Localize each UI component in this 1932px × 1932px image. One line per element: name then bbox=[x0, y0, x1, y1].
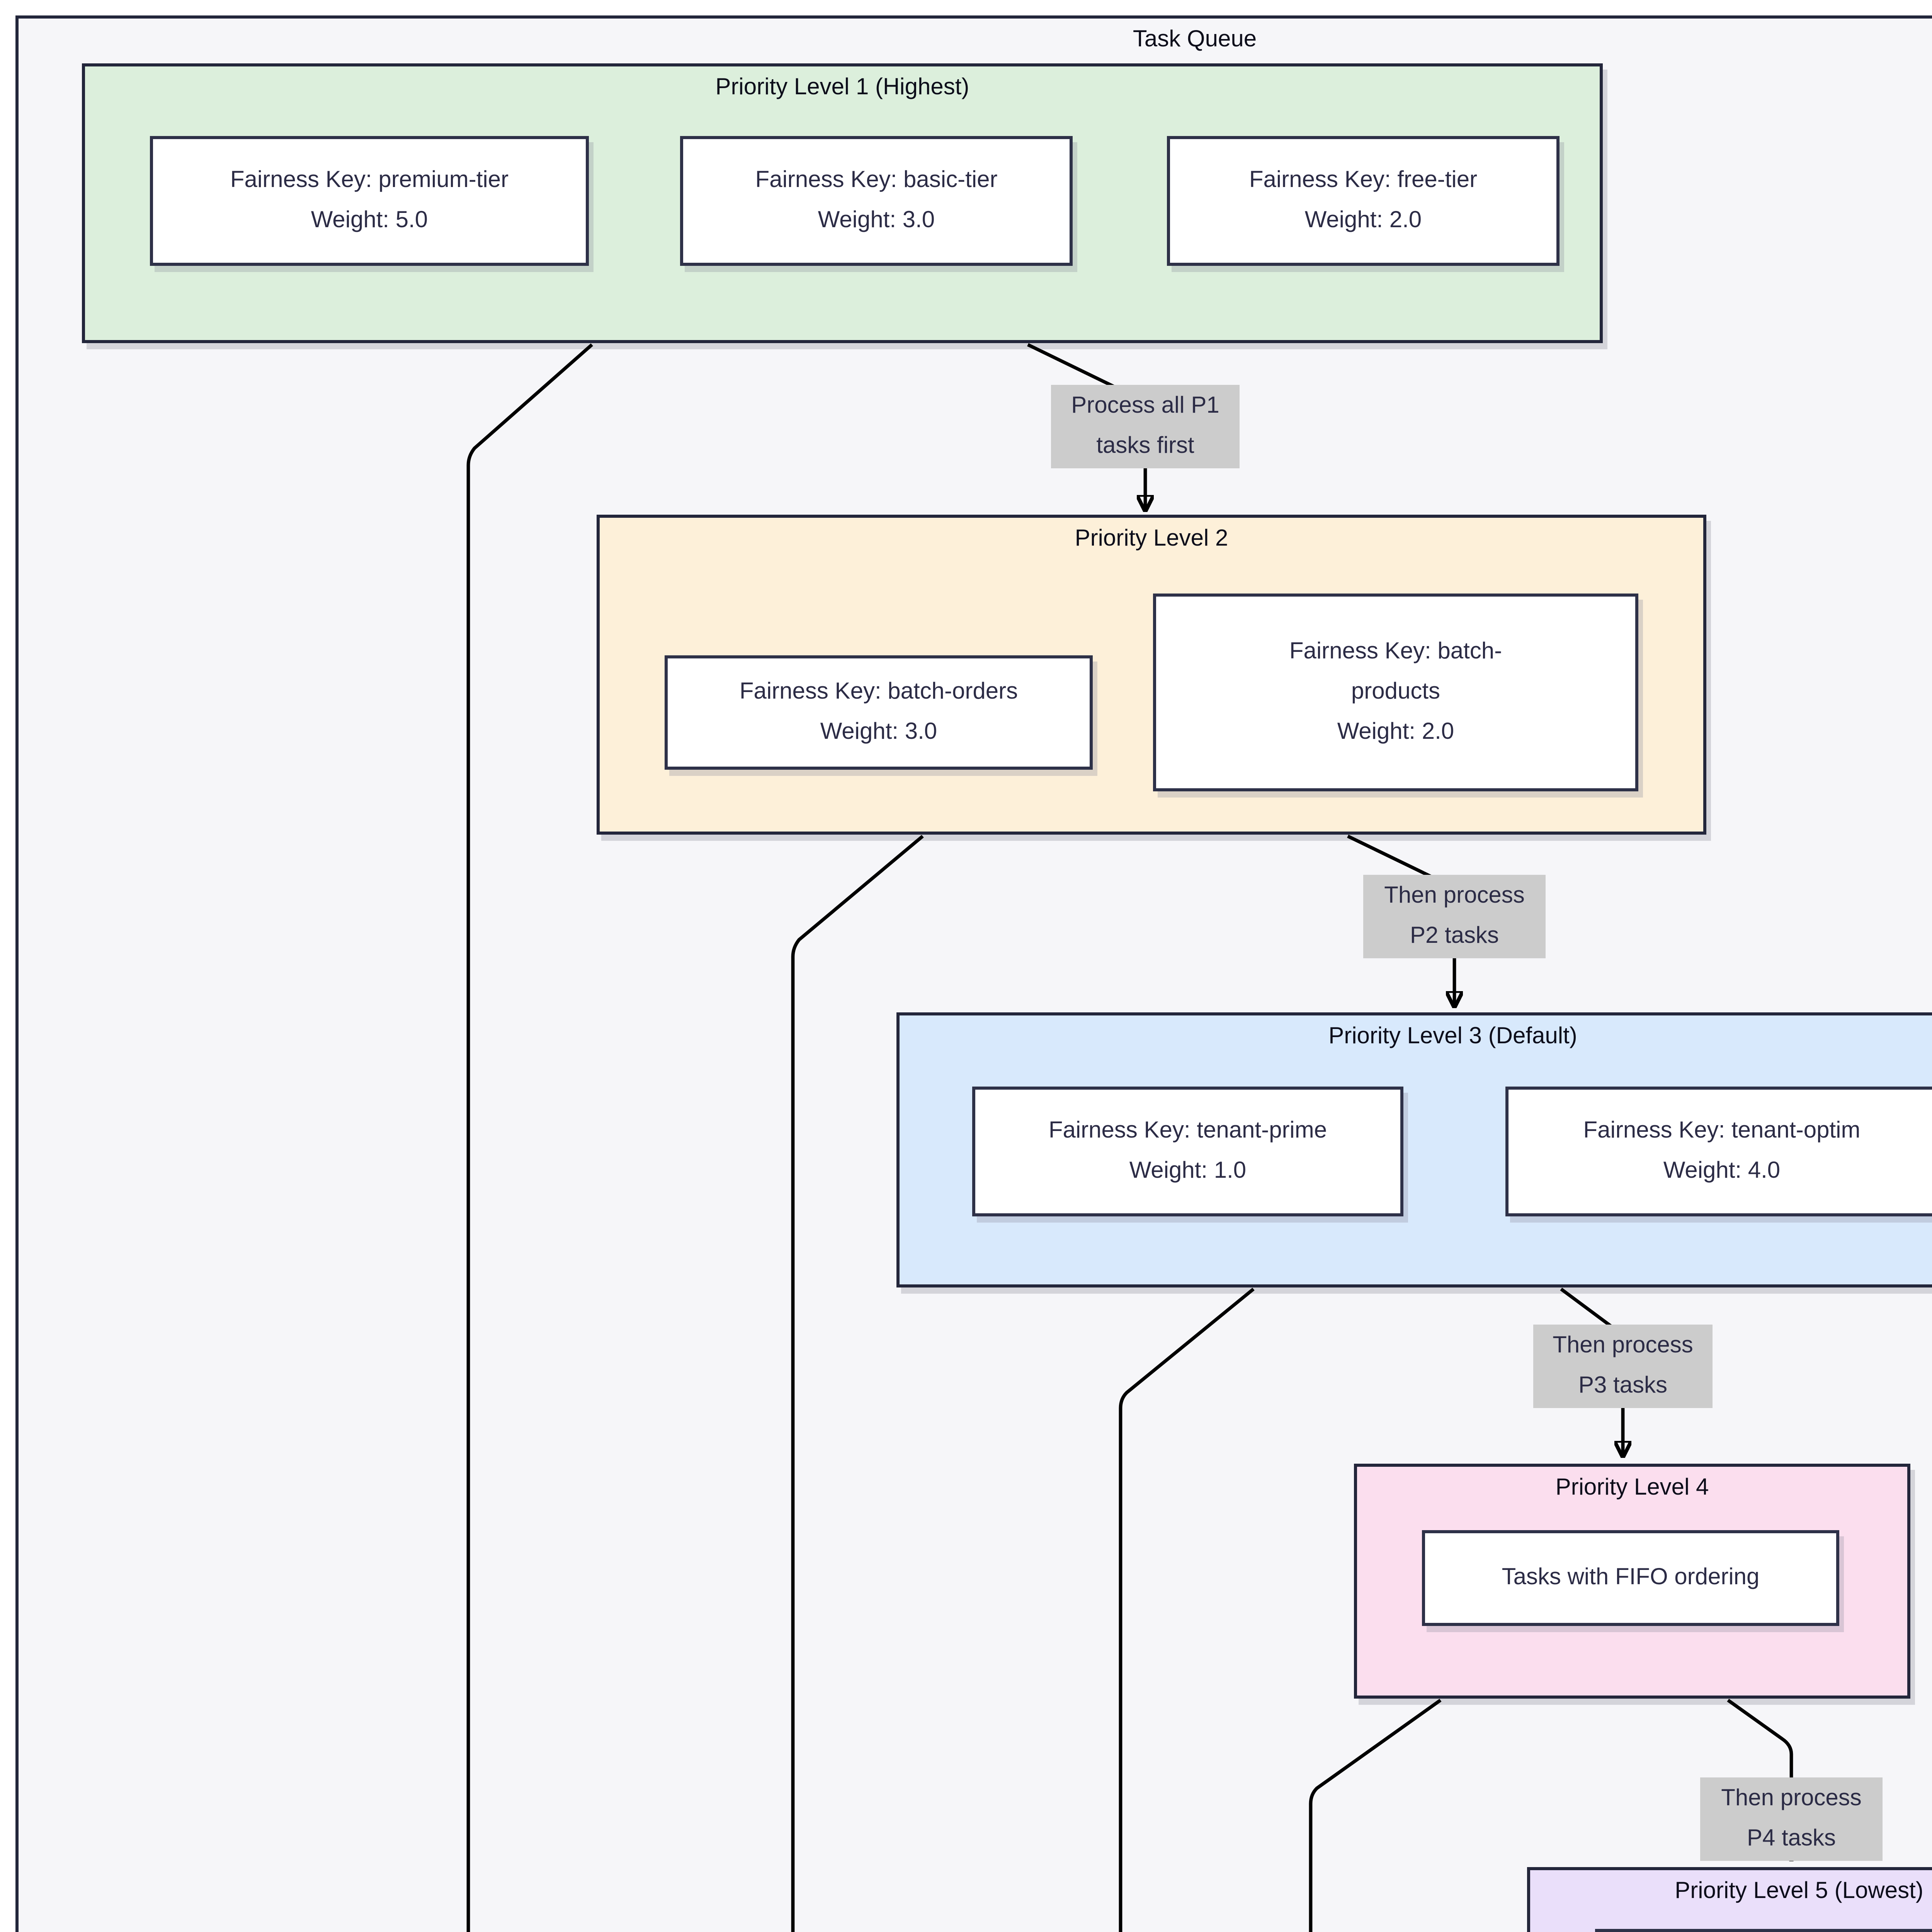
node-tenant-prime: Fairness Key: tenant-prime Weight: 1.0 bbox=[972, 1087, 1403, 1216]
cluster-priority-1-title: Priority Level 1 (Highest) bbox=[715, 74, 969, 100]
node-batch-products-key2: products bbox=[1351, 679, 1440, 705]
edge-label-p2-p3-line1: Then process bbox=[1384, 883, 1525, 909]
node-batch-products: Fairness Key: batch- products Weight: 2.… bbox=[1153, 594, 1638, 791]
node-tenant-optim-weight: Weight: 4.0 bbox=[1663, 1158, 1781, 1184]
node-premium-tier: Fairness Key: premium-tier Weight: 5.0 bbox=[150, 136, 589, 266]
edge-label-p3-p4-line1: Then process bbox=[1553, 1332, 1693, 1359]
cluster-priority-5-title: Priority Level 5 (Lowest) bbox=[1675, 1878, 1923, 1904]
cluster-priority-3-title: Priority Level 3 (Default) bbox=[1328, 1023, 1577, 1049]
node-basic-tier-weight: Weight: 3.0 bbox=[818, 207, 935, 233]
edge-label-p1-p2: Process all P1 tasks first bbox=[1051, 385, 1240, 468]
node-batch-orders-key: Fairness Key: batch-orders bbox=[739, 679, 1018, 705]
node-tenant-optim: Fairness Key: tenant-optim Weight: 4.0 bbox=[1505, 1087, 1932, 1216]
node-fifo-p4-text: Tasks with FIFO ordering bbox=[1502, 1564, 1760, 1590]
node-free-tier-weight: Weight: 2.0 bbox=[1304, 207, 1422, 233]
edge-label-p4-p5: Then process P4 tasks bbox=[1700, 1777, 1883, 1861]
edge-label-p4-p5-line1: Then process bbox=[1721, 1785, 1862, 1811]
edge-label-p2-p3: Then process P2 tasks bbox=[1363, 875, 1546, 958]
node-free-tier: Fairness Key: free-tier Weight: 2.0 bbox=[1167, 136, 1560, 266]
task-queue-title: Task Queue bbox=[1133, 26, 1257, 53]
node-batch-orders: Fairness Key: batch-orders Weight: 3.0 bbox=[665, 655, 1093, 770]
edge-label-p3-p4-line2: P3 tasks bbox=[1578, 1372, 1668, 1399]
node-tenant-prime-weight: Weight: 1.0 bbox=[1129, 1158, 1247, 1184]
node-batch-products-weight: Weight: 2.0 bbox=[1337, 719, 1454, 745]
node-premium-tier-key: Fairness Key: premium-tier bbox=[230, 167, 509, 193]
edge-label-p1-p2-line2: tasks first bbox=[1096, 433, 1194, 459]
node-fifo-p4: Tasks with FIFO ordering bbox=[1422, 1530, 1839, 1626]
edge-label-p2-p3-line2: P2 tasks bbox=[1410, 923, 1499, 949]
node-tenant-optim-key: Fairness Key: tenant-optim bbox=[1583, 1117, 1861, 1144]
node-basic-tier: Fairness Key: basic-tier Weight: 3.0 bbox=[680, 136, 1073, 266]
node-premium-tier-weight: Weight: 5.0 bbox=[311, 207, 428, 233]
node-basic-tier-key: Fairness Key: basic-tier bbox=[755, 167, 998, 193]
node-batch-orders-weight: Weight: 3.0 bbox=[820, 719, 937, 745]
cluster-priority-2-title: Priority Level 2 bbox=[1075, 526, 1228, 552]
node-free-tier-key: Fairness Key: free-tier bbox=[1249, 167, 1478, 193]
edge-label-p4-p5-line2: P4 tasks bbox=[1747, 1825, 1836, 1852]
edge-label-p3-p4: Then process P3 tasks bbox=[1533, 1325, 1713, 1408]
node-batch-products-key: Fairness Key: batch- bbox=[1289, 638, 1502, 665]
node-fifo-p5: Tasks with FIFO ordering bbox=[1595, 1929, 1932, 1932]
node-tenant-prime-key: Fairness Key: tenant-prime bbox=[1048, 1117, 1327, 1144]
edge-label-p1-p2-line1: Process all P1 bbox=[1071, 393, 1219, 419]
cluster-priority-4-title: Priority Level 4 bbox=[1555, 1475, 1709, 1501]
cluster-priority-5: Priority Level 5 (Lowest) bbox=[1527, 1867, 1932, 1932]
